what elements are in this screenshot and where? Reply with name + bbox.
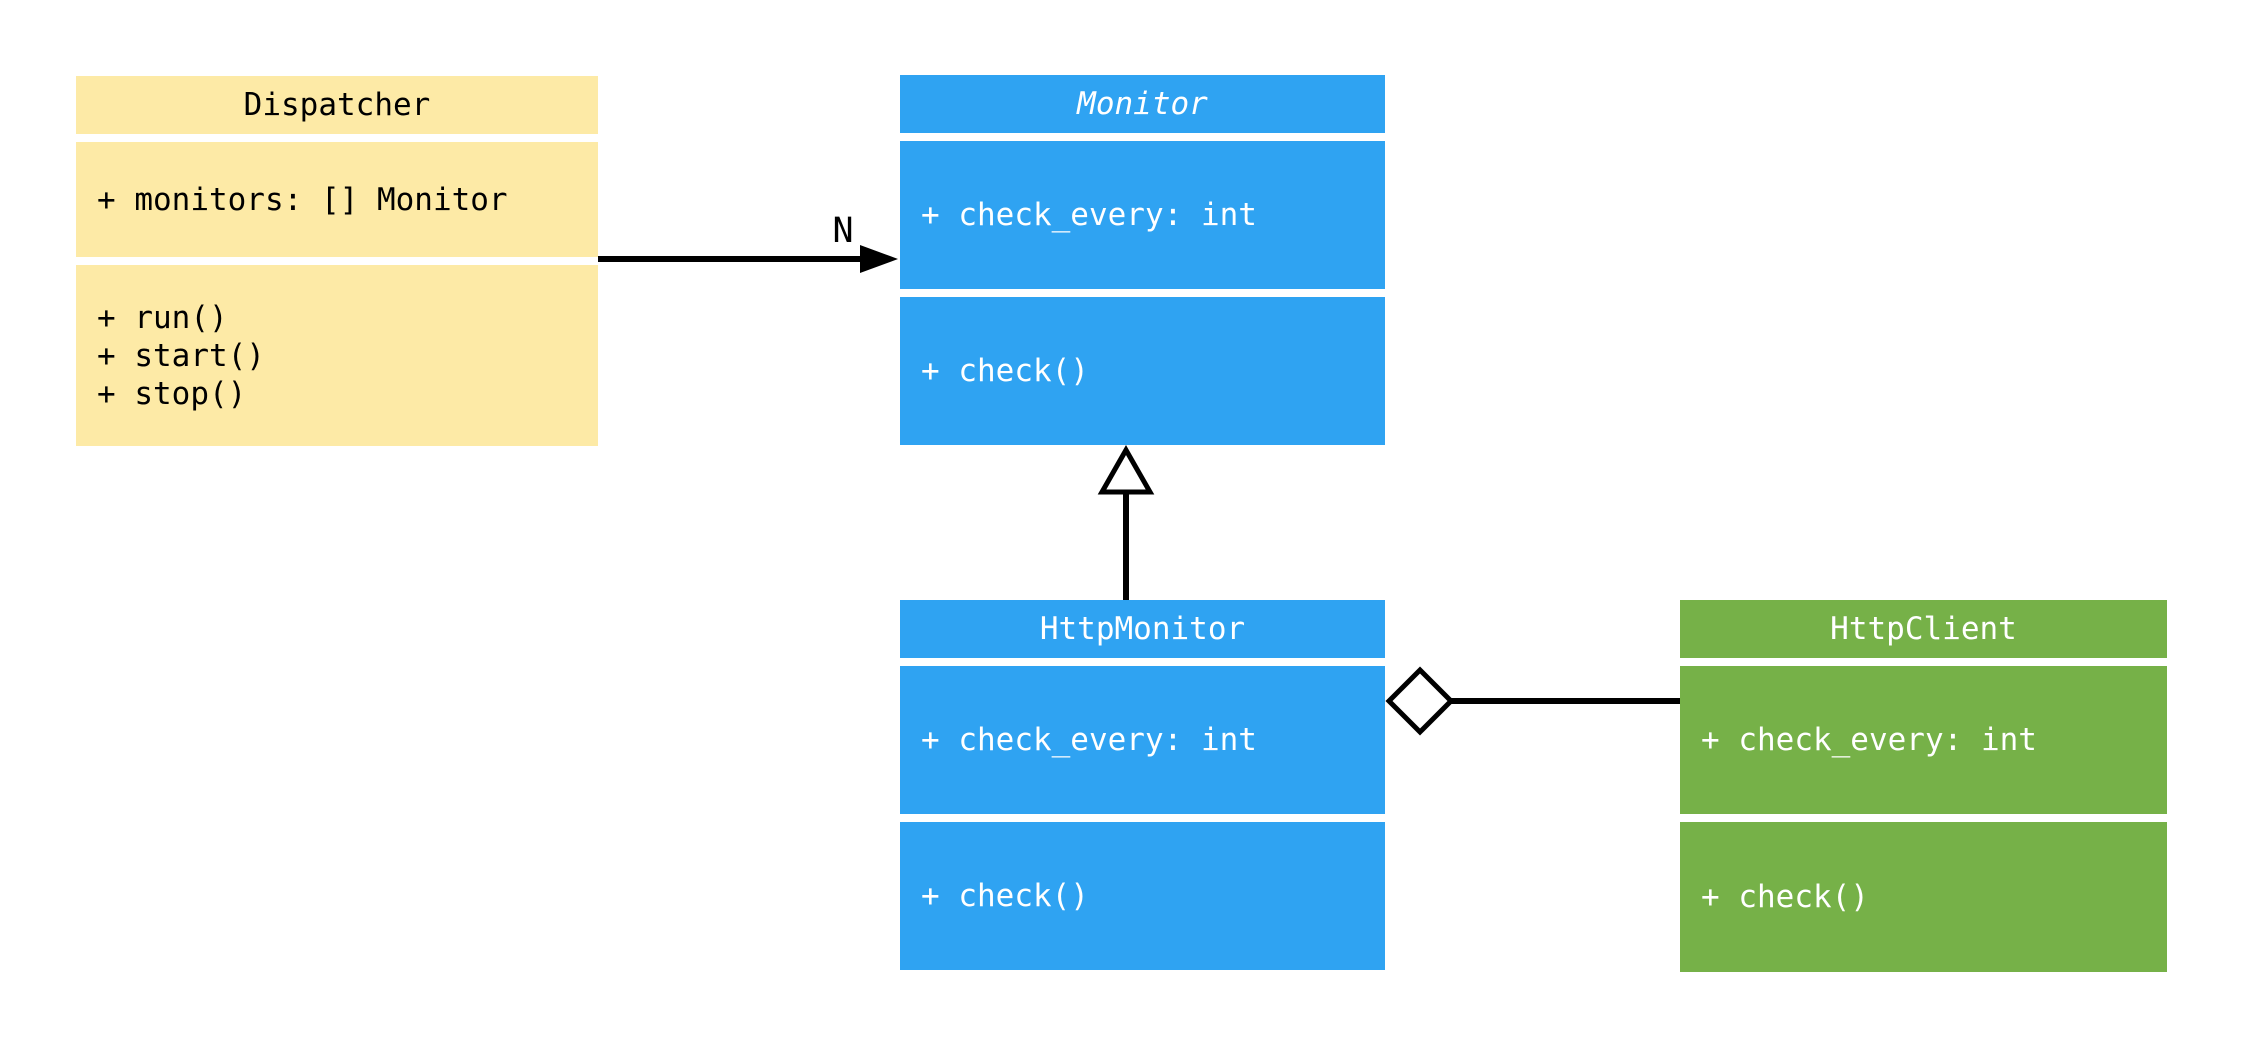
class-method: + check() xyxy=(1701,879,1869,915)
aggregation-diamond-icon xyxy=(1385,666,1455,736)
class-box-dispatcher: Dispatcher + monitors: [] Monitor + run(… xyxy=(76,76,598,446)
class-method: + stop() xyxy=(97,375,247,412)
class-attribute: + monitors: [] Monitor xyxy=(97,181,508,218)
association-multiplicity-label: N xyxy=(832,211,853,251)
class-attributes: + monitors: [] Monitor xyxy=(76,142,598,257)
class-methods: + check() xyxy=(900,822,1385,970)
class-methods: + run() + start() + stop() xyxy=(76,265,598,446)
association-arrowhead-icon xyxy=(860,245,898,273)
class-title: HttpClient xyxy=(1680,600,2167,658)
class-title: HttpMonitor xyxy=(900,600,1385,658)
class-method: + start() xyxy=(97,337,265,374)
aggregation-httpmonitor-httpclient xyxy=(1385,666,1680,736)
class-box-monitor: Monitor + check_every: int + check() xyxy=(900,75,1385,445)
class-method: + check() xyxy=(921,878,1089,914)
inheritance-httpmonitor-monitor xyxy=(1097,444,1155,600)
class-attributes: + check_every: int xyxy=(1680,666,2167,814)
class-box-httpmonitor: HttpMonitor + check_every: int + check() xyxy=(900,600,1385,970)
class-attribute: + check_every: int xyxy=(1701,722,2037,758)
class-attribute: + check_every: int xyxy=(921,197,1257,233)
class-attributes: + check_every: int xyxy=(900,141,1385,289)
class-attributes: + check_every: int xyxy=(900,666,1385,814)
inheritance-triangle-icon xyxy=(1097,444,1155,495)
class-method: + check() xyxy=(921,353,1089,389)
class-method: + run() xyxy=(97,299,228,336)
class-attribute: + check_every: int xyxy=(921,722,1257,758)
association-dispatcher-monitor: N xyxy=(598,211,898,273)
class-box-httpclient: HttpClient + check_every: int + check() xyxy=(1680,600,2167,972)
class-title: Monitor xyxy=(900,75,1385,133)
class-methods: + check() xyxy=(1680,822,2167,972)
class-title: Dispatcher xyxy=(76,76,598,134)
class-methods: + check() xyxy=(900,297,1385,445)
